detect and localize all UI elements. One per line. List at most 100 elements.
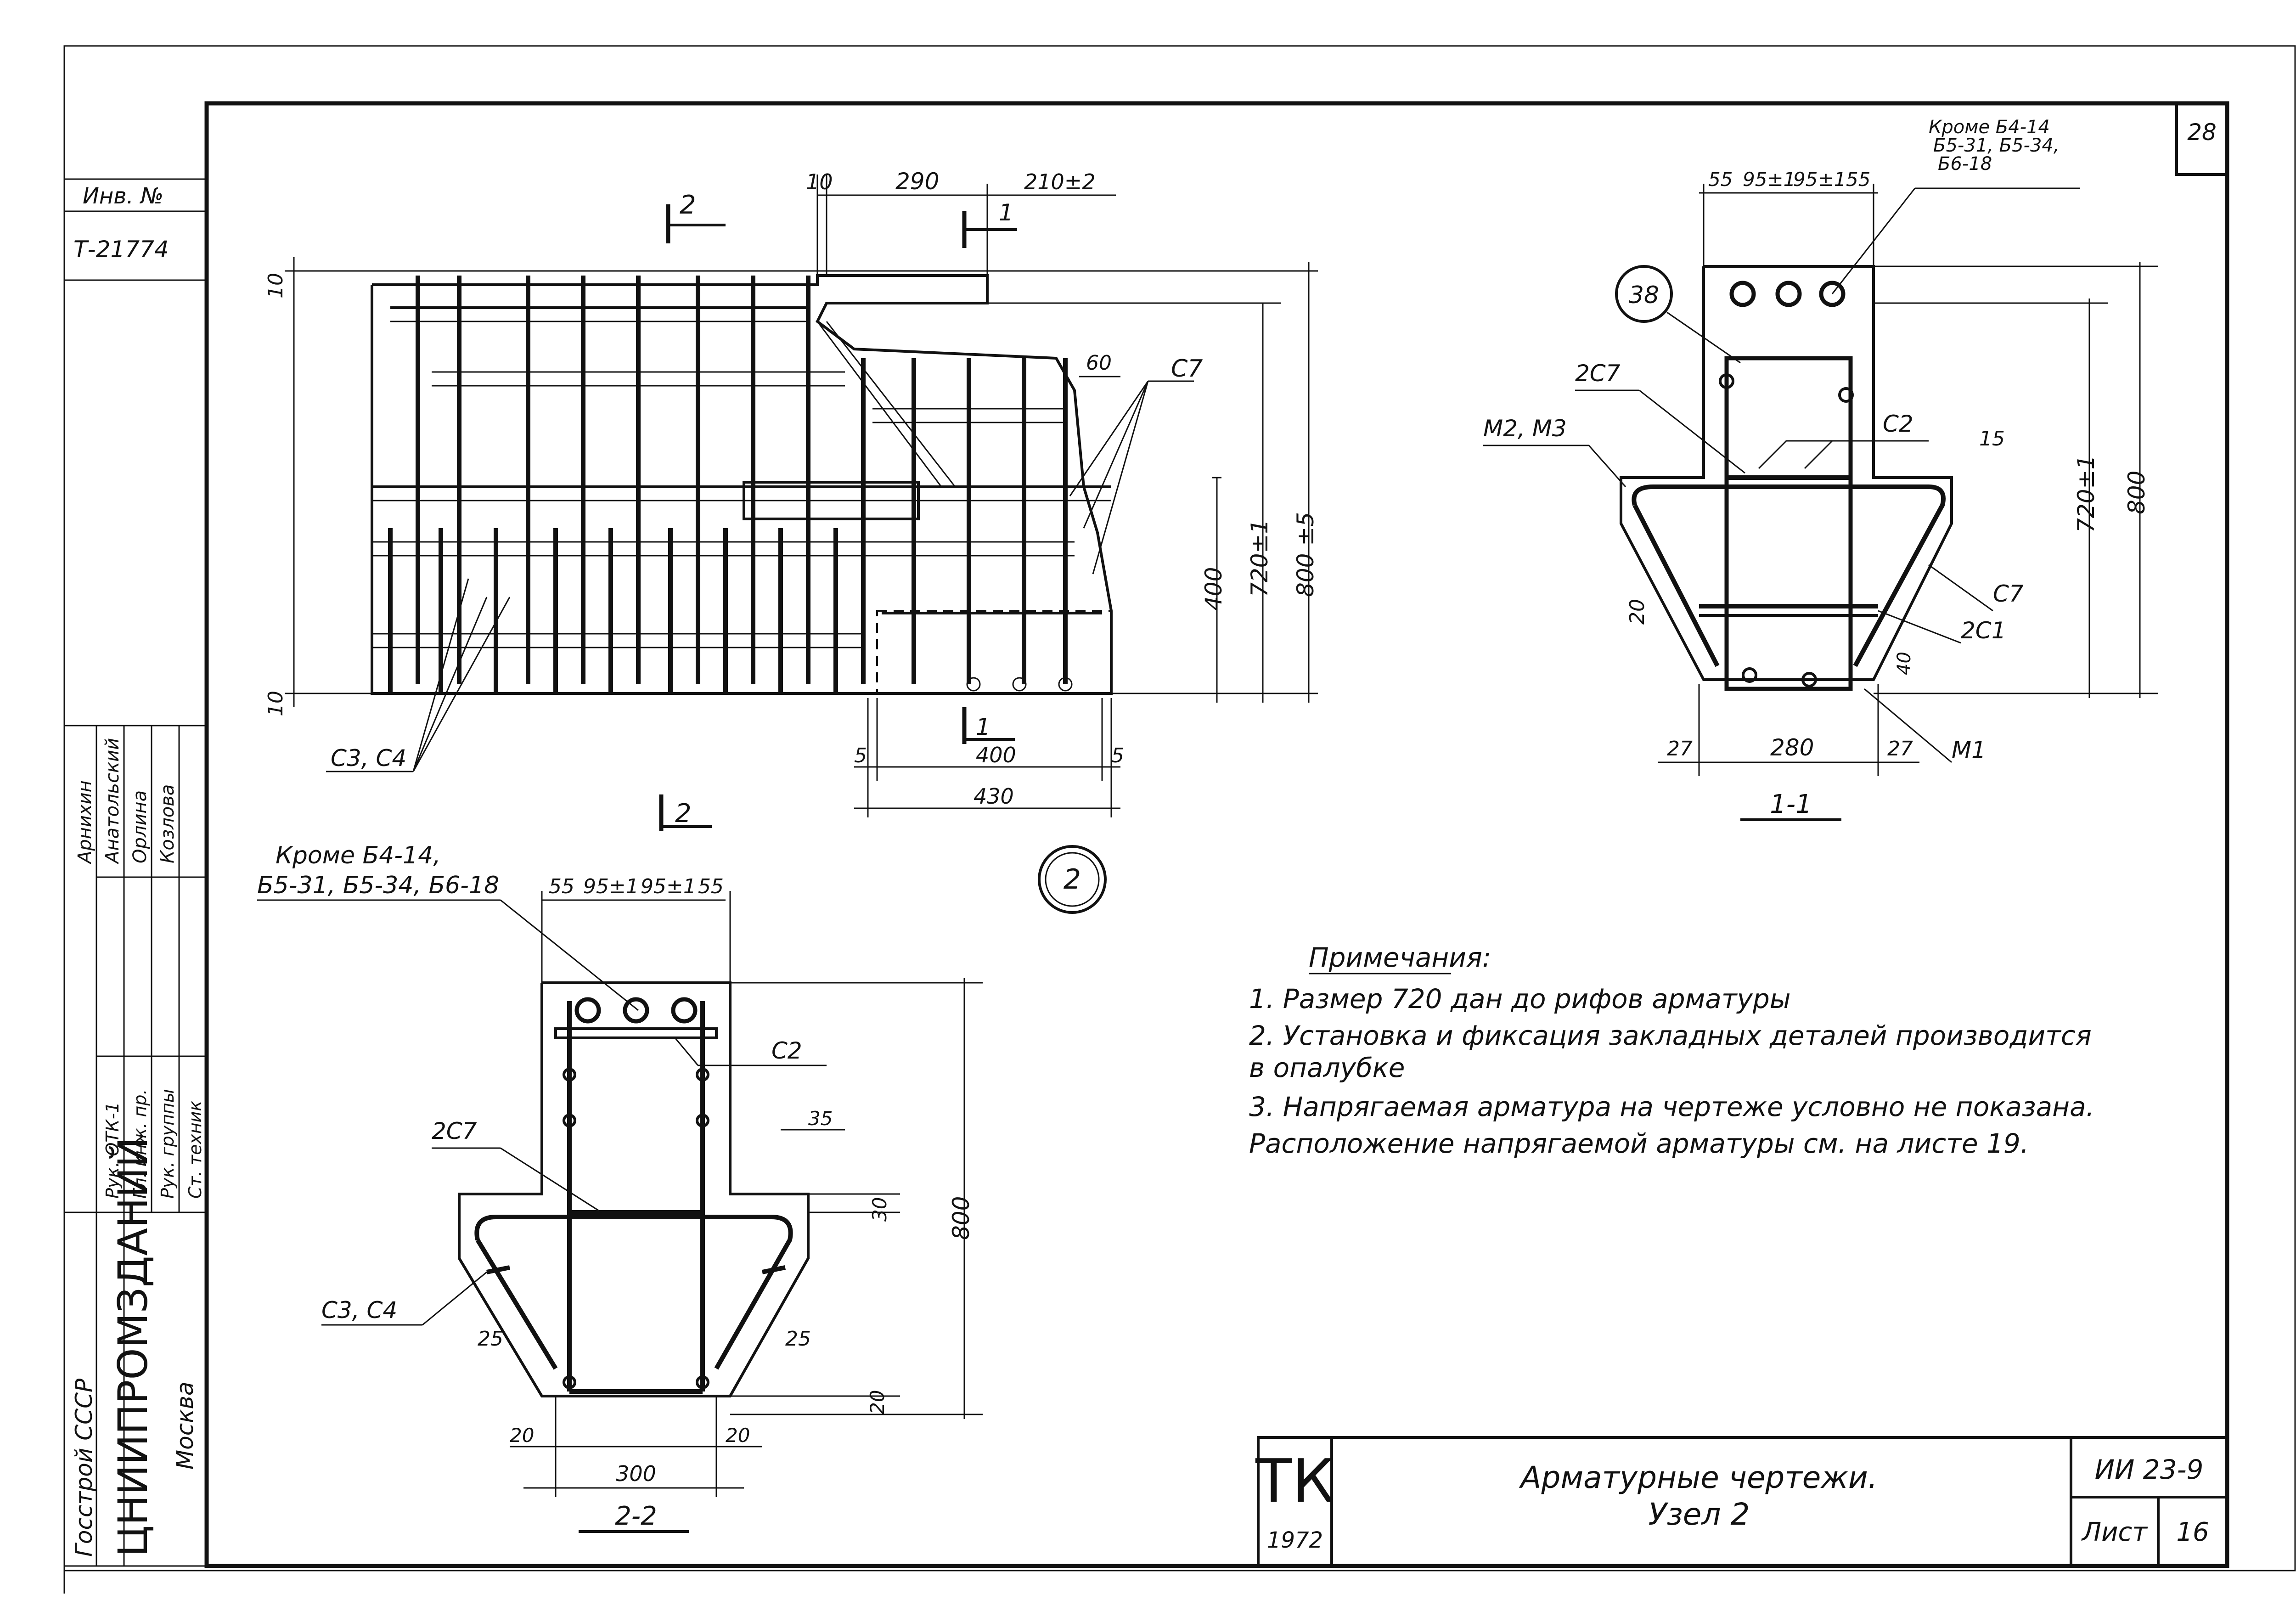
dim-60: 60 bbox=[1086, 351, 1112, 375]
dim-left-10-bottom: 10 bbox=[264, 691, 287, 716]
series-code: ИИ 23-9 bbox=[2095, 1454, 2204, 1485]
dim-1-1-27-right: 27 bbox=[1887, 737, 1913, 760]
staff-name-3: Орлина bbox=[129, 790, 151, 863]
elevation-view: 2 1 1 2 10 290 210±2 10 10 400 720±1 800… bbox=[264, 168, 1319, 831]
section-mark-1-top: 1 bbox=[999, 199, 1013, 226]
note-except-1-1-b: Б5-31, Б5-34, bbox=[1933, 135, 2060, 156]
outer-frame bbox=[63, 45, 2296, 1572]
dim-1-1-55-right: 55 bbox=[1846, 168, 1870, 191]
org-name: Госстрой СССР bbox=[71, 1378, 97, 1557]
dim-bottom-5-right: 5 bbox=[1111, 744, 1124, 767]
dim-2-2-35: 35 bbox=[808, 1107, 833, 1130]
section-1-1: Кроме Б4-14 Б5-31, Б5-34, Б6-18 55 95±1 … bbox=[1483, 117, 2158, 821]
dim-1-1-95-b: 95±1 bbox=[1793, 168, 1846, 191]
staff-role-4: Ст. техник bbox=[185, 1101, 205, 1199]
stirrups-lower bbox=[388, 528, 838, 693]
note-item-3: 3. Напрягаемая арматура на чертеже услов… bbox=[1249, 1091, 2094, 1122]
dim-2-2-300: 300 bbox=[616, 1461, 656, 1486]
node-label: 2 bbox=[1064, 863, 1081, 896]
dim-2-2-25-right: 25 bbox=[785, 1327, 811, 1351]
dim-800-elev: 800 ±5 bbox=[1292, 512, 1319, 597]
title-line-1: Арматурные чертежи. bbox=[1519, 1460, 1877, 1495]
staff-name-4: Козлова bbox=[157, 784, 178, 863]
label-c2-2-2: С2 bbox=[771, 1037, 802, 1064]
note-item-2b: в опалубке bbox=[1249, 1052, 1405, 1083]
caption-1-1: 1-1 bbox=[1770, 789, 1812, 819]
left-side-strip: Инв. № Т-21774 Арнихин Анатольский Орлин… bbox=[64, 178, 207, 1567]
sheet-label: Лист bbox=[2081, 1517, 2148, 1547]
section-mark-2-bottom: 2 bbox=[675, 799, 692, 828]
callout-38: 38 bbox=[1629, 282, 1659, 309]
dim-2-2-30: 30 bbox=[868, 1197, 891, 1222]
dim-bottom-5-left: 5 bbox=[854, 744, 867, 767]
dim-1-1-95-a: 95±1 bbox=[1743, 168, 1795, 191]
dim-2-2-20-right: 20 bbox=[726, 1424, 750, 1447]
dim-bottom-400: 400 bbox=[976, 743, 1016, 767]
dim-top-290: 290 bbox=[895, 168, 939, 195]
dim-400: 400 bbox=[1200, 567, 1227, 611]
title-line-2: Узел 2 bbox=[1648, 1497, 1750, 1532]
logo-tk: ТК bbox=[1255, 1446, 1334, 1516]
notes-heading: Примечания: bbox=[1309, 942, 1491, 973]
dim-2-2-95-b: 95±1 bbox=[641, 875, 696, 898]
inner-frame bbox=[204, 101, 2229, 1568]
staff-role-3: Рук. группы bbox=[158, 1089, 178, 1199]
note-except-1-1-a: Кроме Б4-14 bbox=[1929, 117, 2050, 138]
page-number-box: 28 bbox=[2175, 102, 2228, 176]
notes: Примечания: 1. Размер 720 дан до рифов а… bbox=[1249, 942, 2094, 1159]
note-except-2-2-a: Кроме Б4-14, bbox=[276, 842, 441, 869]
dim-1-1-800: 800 bbox=[2123, 471, 2150, 514]
dim-2-2-800: 800 bbox=[948, 1196, 974, 1240]
org-institute: ЦНИИПРОМЗДАНИЙ bbox=[109, 1137, 157, 1557]
section-2-2: Кроме Б4-14, Б5-31, Б5-34, Б6-18 55 95±1… bbox=[257, 842, 983, 1533]
dim-2-2-25-left: 25 bbox=[478, 1327, 503, 1351]
stirrups-upper bbox=[416, 276, 1068, 684]
dim-1-1-720: 720±1 bbox=[2073, 455, 2099, 533]
dim-2-2-20-left: 20 bbox=[510, 1424, 534, 1447]
label-m1: М1 bbox=[1952, 737, 1986, 763]
org-city: Москва bbox=[172, 1381, 198, 1470]
label-c2-1-1: С2 bbox=[1883, 411, 1913, 437]
dim-1-1-40: 40 bbox=[1894, 652, 1915, 675]
label-c7-elev: С7 bbox=[1171, 355, 1203, 383]
embedded-plate bbox=[743, 481, 920, 520]
dim-2-2-20-bottom: 20 bbox=[866, 1390, 889, 1414]
sheet-number: 16 bbox=[2176, 1517, 2209, 1547]
dim-720-elev: 720±1 bbox=[1246, 519, 1273, 597]
caption-2-2: 2-2 bbox=[615, 1501, 657, 1531]
anchor-part bbox=[876, 610, 1112, 694]
dim-2-2-95-a: 95±1 bbox=[583, 875, 639, 898]
dim-2-2-55-left: 55 bbox=[549, 875, 574, 898]
section-mark-2-top: 2 bbox=[680, 190, 696, 220]
dim-1-1-27-left: 27 bbox=[1667, 737, 1693, 760]
dim-1-1-15: 15 bbox=[1979, 427, 2005, 451]
note-except-1-1-c: Б6-18 bbox=[1938, 153, 1992, 175]
title-year: 1972 bbox=[1267, 1527, 1323, 1553]
dim-1-1-280: 280 bbox=[1770, 734, 1814, 761]
inventory-label: Инв. № bbox=[83, 183, 163, 209]
label-c3c4-elev: С3, С4 bbox=[331, 745, 406, 772]
dim-1-1-20: 20 bbox=[1626, 599, 1649, 625]
note-item-2: 2. Установка и фиксация закладных детале… bbox=[1249, 1020, 2092, 1051]
label-c3c4-2-2: С3, С4 bbox=[321, 1297, 397, 1324]
note-except-2-2-b: Б5-31, Б5-34, Б6-18 bbox=[257, 872, 499, 899]
dim-bottom-430: 430 bbox=[974, 784, 1014, 809]
section-mark-1-bottom: 1 bbox=[976, 714, 990, 740]
dim-2-2-55-right: 55 bbox=[698, 875, 724, 898]
staff-role-2: Гл. инж. пр. bbox=[130, 1089, 150, 1199]
staff-role-1: Рук. ОТК-1 bbox=[102, 1102, 123, 1199]
dim-1-1-55-left: 55 bbox=[1708, 168, 1733, 191]
dim-top-210: 210±2 bbox=[1024, 169, 1096, 194]
label-2c1: 2С1 bbox=[1961, 617, 2006, 644]
staff-name-2: Анатольский bbox=[102, 738, 123, 865]
label-m2m3: М2, М3 bbox=[1483, 415, 1567, 442]
label-2c7-1-1: 2С7 bbox=[1575, 360, 1621, 387]
dim-top-10: 10 bbox=[806, 169, 833, 194]
page-number: 28 bbox=[2187, 119, 2217, 146]
dim-left-10-top: 10 bbox=[264, 273, 287, 299]
note-item-1: 1. Размер 720 дан до рифов арматуры bbox=[1249, 983, 1791, 1014]
note-item-3b: Расположение напрягаемой арматуры см. на… bbox=[1249, 1128, 2029, 1159]
staff-name-1: Арнихин bbox=[74, 780, 96, 865]
label-2c7-2-2: 2С7 bbox=[432, 1118, 477, 1144]
